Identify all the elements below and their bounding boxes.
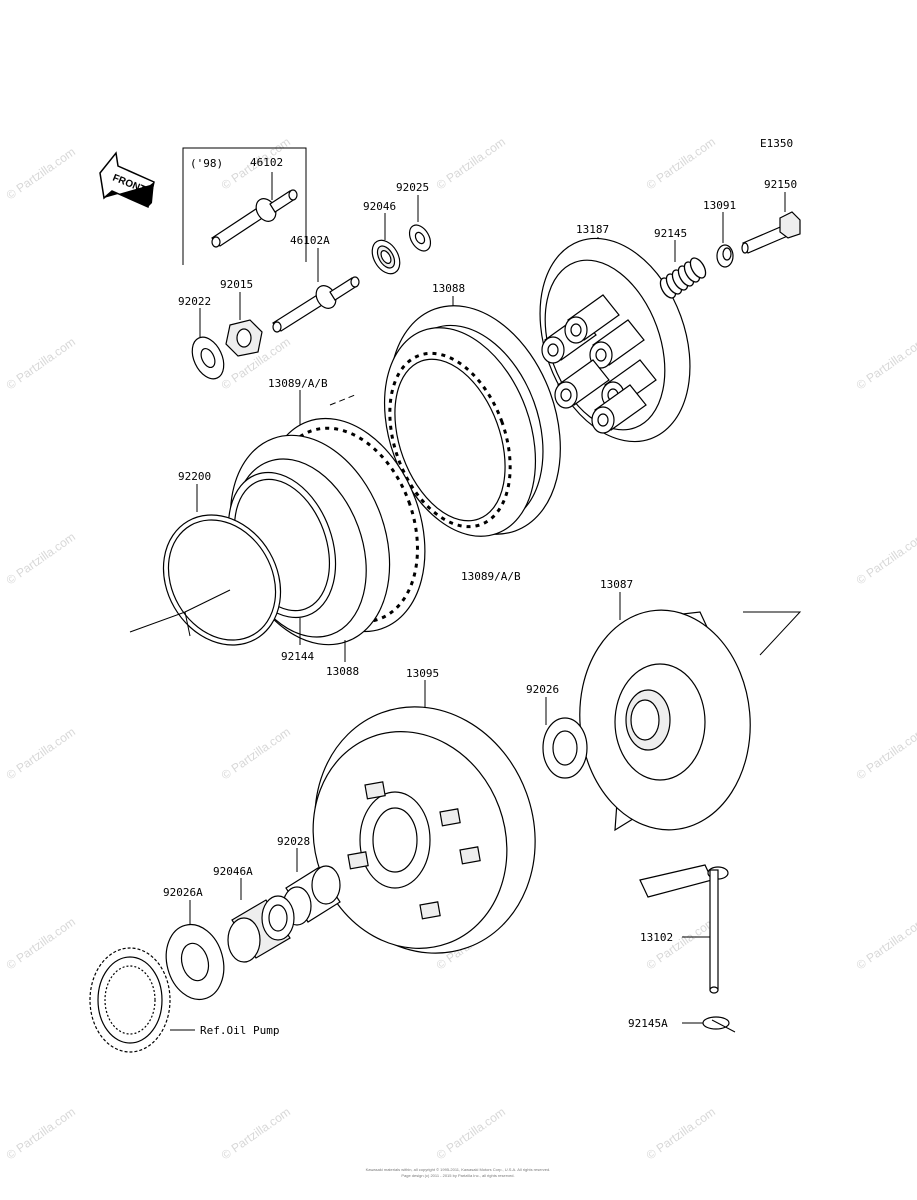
copyright-line-2: Page design (c) 2011 - 2015 by Partzilla… <box>401 1173 514 1178</box>
front-arrow-icon: FRONT <box>99 151 155 209</box>
washer-92026a <box>165 900 225 1001</box>
spring-seat-13091 <box>716 212 734 268</box>
spring-92145 <box>659 240 707 299</box>
callout-13089-top: 13089/A/B <box>268 377 328 390</box>
callout-13088-top: 13088 <box>432 282 465 295</box>
watermark: © Partzilla.com <box>4 915 78 973</box>
watermark: © Partzilla.com <box>4 530 78 588</box>
callout-13087: 13087 <box>600 578 633 591</box>
watermark: © Partzilla.com <box>4 335 78 393</box>
watermark: © Partzilla.com <box>219 1105 293 1163</box>
spring-clip-92145a <box>682 1016 736 1033</box>
watermark: © Partzilla.com <box>854 725 917 783</box>
copyright-line-1: Kawasaki materials within, all copyright… <box>366 1167 551 1172</box>
watermark: © Partzilla.com <box>4 1105 78 1163</box>
callout-92026a: 92026A <box>163 886 203 899</box>
watermark: © Partzilla.com <box>434 135 508 193</box>
release-shaft-13102 <box>639 864 729 994</box>
callout-13187: 13187 <box>576 223 609 236</box>
callout-92015: 92015 <box>220 278 253 291</box>
oil-pump-gear <box>89 947 195 1053</box>
callout-92200: 92200 <box>178 470 211 483</box>
washer-92022 <box>191 308 225 380</box>
watermark: © Partzilla.com <box>854 530 917 588</box>
pushrod-46102a <box>272 248 360 333</box>
bolt-92150 <box>741 192 801 254</box>
callout-labels: 46102 46102A 92046 92025 92015 92022 130… <box>163 156 797 1037</box>
watermark: © Partzilla.com <box>854 915 917 973</box>
axis-lines <box>129 394 802 656</box>
pressure-plate-13187 <box>539 237 691 443</box>
callout-ref-oil-pump: Ref.Oil Pump <box>200 1024 279 1037</box>
clutch-housing-13095 <box>312 680 536 954</box>
callout-13102: 13102 <box>640 931 673 944</box>
callout-13091: 13091 <box>703 199 736 212</box>
steel-plate-13089-top <box>383 327 537 537</box>
callout-92145: 92145 <box>654 227 687 240</box>
callout-92022: 92022 <box>178 295 211 308</box>
watermark: © Partzilla.com <box>854 335 917 393</box>
oring-92200 <box>162 484 282 646</box>
watermark: © Partzilla.com <box>644 135 718 193</box>
callout-92145a: 92145A <box>628 1017 668 1030</box>
sleeve-92028 <box>282 848 341 926</box>
callout-92046a: 92046A <box>213 865 253 878</box>
callout-13088-bottom: 13088 <box>326 665 359 678</box>
watermark: © Partzilla.com <box>644 1105 718 1163</box>
callout-46102a: 46102A <box>290 234 330 247</box>
pushrod-46102 <box>211 172 298 248</box>
watermark: © Partzilla.com <box>434 1105 508 1163</box>
callout-92026: 92026 <box>526 683 559 696</box>
callout-92028: 92028 <box>277 835 310 848</box>
callout-92144: 92144 <box>281 650 314 663</box>
callout-92025: 92025 <box>396 181 429 194</box>
nut-92015 <box>225 292 263 357</box>
variant-note: ('98) <box>190 157 223 170</box>
callout-92150: 92150 <box>764 178 797 191</box>
callout-46102: 46102 <box>250 156 283 169</box>
clutch-hub-13087 <box>579 592 751 832</box>
callout-92046: 92046 <box>363 200 396 213</box>
bearing-92046a <box>227 878 295 963</box>
diagram-code: E1350 <box>760 137 793 150</box>
watermark: © Partzilla.com <box>219 725 293 783</box>
washer-92025 <box>408 195 432 252</box>
callout-13095: 13095 <box>406 667 439 680</box>
watermark: © Partzilla.com <box>4 725 78 783</box>
callout-13089-bottom: 13089/A/B <box>461 570 521 583</box>
washer-92026 <box>542 697 588 779</box>
variant-98-box: ('98) <box>182 147 307 265</box>
watermark: © Partzilla.com <box>4 145 78 203</box>
bearing-92046 <box>371 213 401 275</box>
